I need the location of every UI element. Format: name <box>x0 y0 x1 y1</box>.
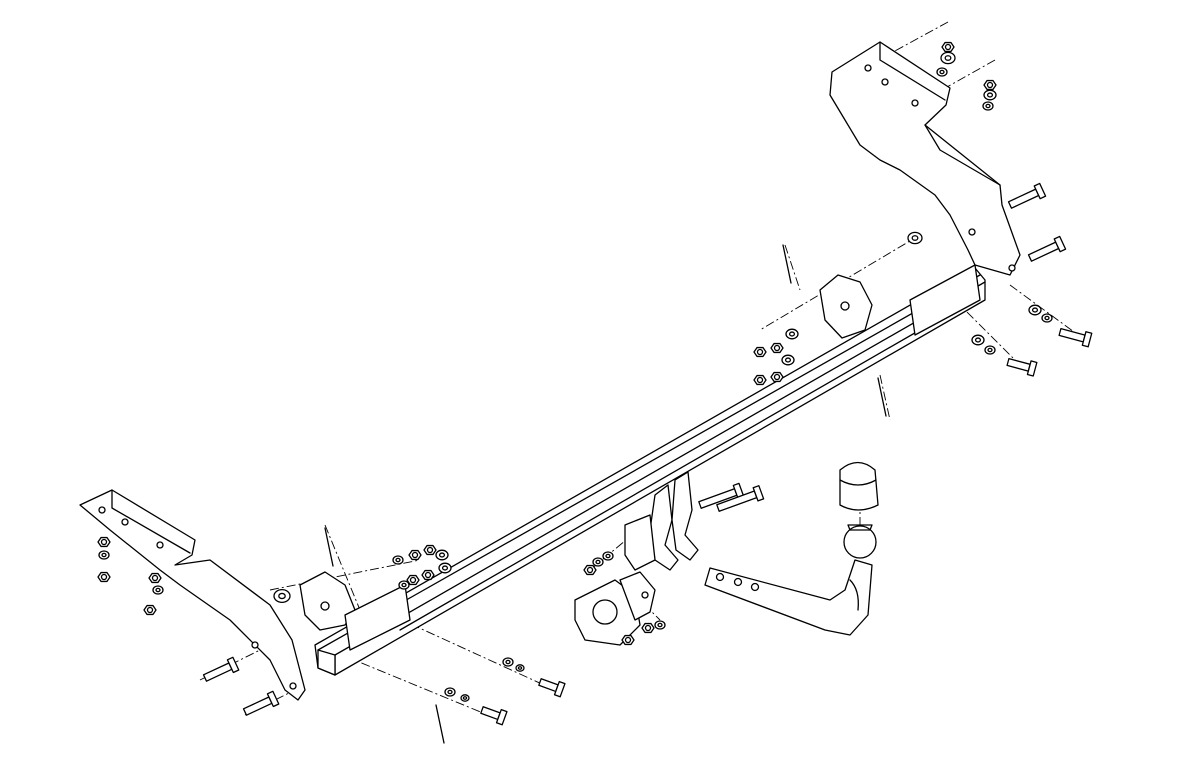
washer-hole <box>595 559 601 565</box>
washer-hole <box>395 557 401 563</box>
nut-hole <box>586 566 594 574</box>
pin <box>782 244 792 284</box>
nut-hole <box>773 373 781 381</box>
fasteners <box>97 41 1093 744</box>
electrical-socket-plate <box>574 571 656 646</box>
right-mounting-bracket <box>829 41 1021 276</box>
washer-hole <box>911 235 919 241</box>
pin <box>324 527 334 567</box>
nut-hole <box>624 636 632 644</box>
bolt-head <box>266 690 280 708</box>
washer-hole <box>447 689 453 695</box>
washer-hole <box>986 92 994 98</box>
washer-hole <box>788 331 796 337</box>
bolt-head <box>1033 182 1047 200</box>
main-crossbar <box>314 267 986 676</box>
bolt-head <box>553 680 566 698</box>
washer-hole <box>1044 315 1050 321</box>
pin <box>435 704 445 744</box>
left-mounting-bracket <box>79 489 306 701</box>
bolt-shank <box>202 662 233 682</box>
washer-hole <box>155 587 161 593</box>
washer-hole <box>987 347 993 353</box>
washer-hole <box>1031 307 1039 313</box>
washer-hole <box>605 553 611 559</box>
washer-hole <box>985 103 991 109</box>
center-mounting-plates <box>624 471 699 571</box>
washer-hole <box>974 337 982 343</box>
nut-hole <box>146 606 154 614</box>
nut-hole <box>424 571 432 579</box>
bolt-shank <box>1006 357 1031 372</box>
nut-hole <box>151 574 159 582</box>
bolt-shank <box>480 706 501 721</box>
nut-hole <box>426 546 434 554</box>
bolt-shank <box>1058 327 1086 343</box>
nut-hole <box>100 573 108 581</box>
crossbar-side-plates <box>299 264 981 651</box>
washer-hole <box>657 622 663 628</box>
washer-hole <box>784 357 792 363</box>
washer-hole <box>505 659 511 665</box>
bolt-head <box>226 656 240 674</box>
washer-hole <box>462 696 468 700</box>
tow-ball-cover <box>839 461 879 511</box>
washer-hole <box>278 592 286 600</box>
tow-ball-neck <box>704 559 873 636</box>
washer-hole <box>517 666 523 670</box>
bolt-head <box>1026 360 1038 377</box>
bolt-shank <box>1007 188 1040 209</box>
nut-hole <box>644 624 652 632</box>
washer-hole <box>438 552 446 558</box>
nut-hole <box>944 43 952 51</box>
tow-ball <box>843 524 877 559</box>
washer-hole <box>101 552 107 558</box>
bolt-head <box>495 708 508 726</box>
nut-hole <box>756 376 764 384</box>
nut-hole <box>411 551 419 559</box>
bolt-shank <box>1027 241 1060 262</box>
bolt-head <box>752 485 765 502</box>
nut-hole <box>409 576 417 584</box>
bolt-shank <box>242 696 273 716</box>
nut-hole <box>100 538 108 546</box>
bolt-head <box>1081 331 1093 348</box>
nut-hole <box>773 344 781 352</box>
nut-hole <box>756 348 764 356</box>
washer-hole <box>401 582 407 588</box>
bolt-shank <box>538 678 559 693</box>
washer-hole <box>441 565 449 571</box>
pin <box>877 377 887 417</box>
washer-hole <box>944 55 952 61</box>
nut-hole <box>986 81 994 89</box>
bolt-head <box>1053 235 1067 253</box>
washer-hole <box>939 69 945 75</box>
